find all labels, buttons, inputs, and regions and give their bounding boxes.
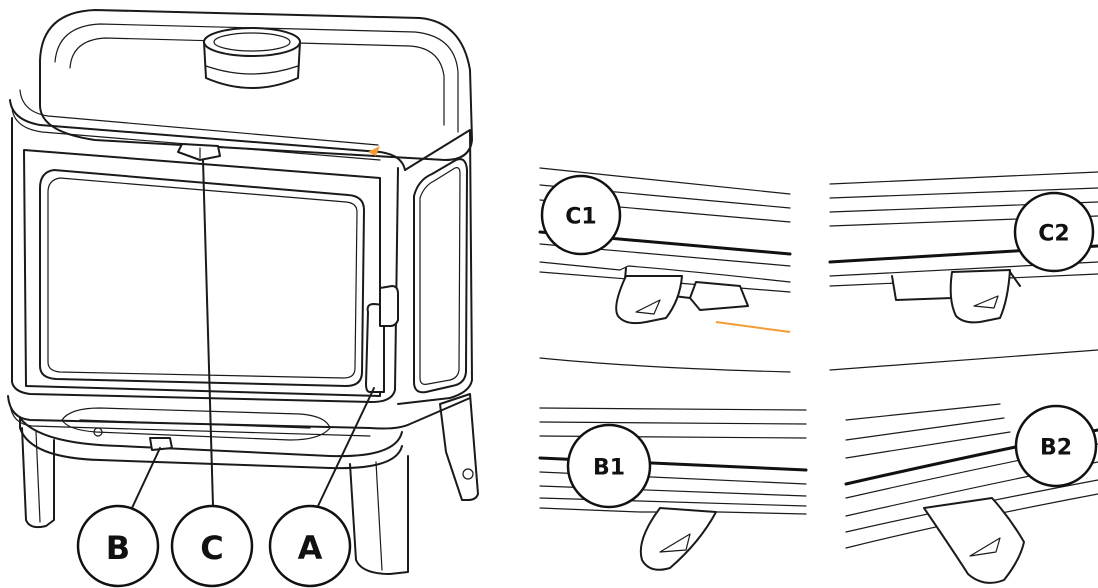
detail-b2: B2 — [844, 403, 1098, 584]
callout-b: B — [76, 504, 160, 588]
callout-c-label: C — [200, 529, 223, 567]
callout-a-label: A — [298, 529, 323, 567]
detail-c1: C1 — [538, 167, 792, 373]
detail-b1: B1 — [538, 407, 808, 571]
detail-c2: C2 — [828, 171, 1098, 371]
leader-c — [202, 159, 214, 507]
callout-b2-label: B2 — [1040, 436, 1072, 461]
callout-c: C — [170, 504, 254, 588]
callout-c2-label: C2 — [1038, 222, 1069, 247]
leader-a — [317, 387, 375, 507]
callout-b1-label: B1 — [593, 456, 625, 481]
callout-c1-label: C1 — [565, 205, 596, 230]
callout-a: A — [268, 504, 352, 588]
callout-b-label: B — [106, 529, 130, 567]
stove-drawing — [7, 9, 479, 575]
leader-lines — [131, 159, 375, 509]
leader-b — [131, 447, 161, 509]
